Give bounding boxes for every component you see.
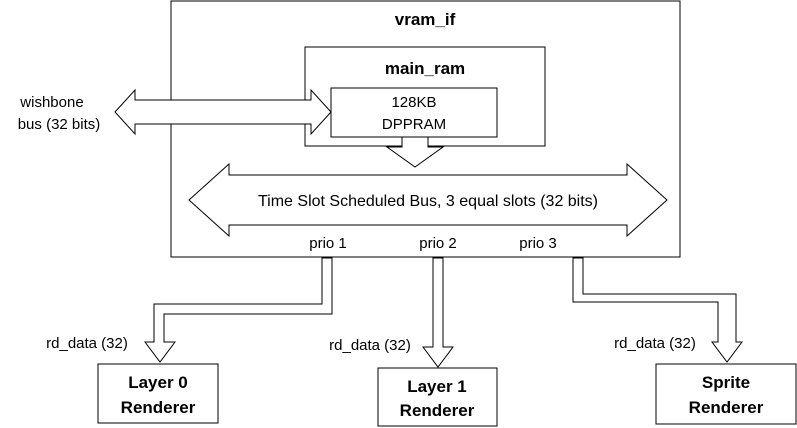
prio2-to-layer1-arrow [422,257,454,368]
rd-data-label-layer1: rd_data (32) [329,337,411,354]
rd-data-label-layer0: rd_data (32) [46,335,128,352]
main-ram-title: main_ram [385,59,465,78]
sprite-renderer-block [655,363,797,425]
prio-3-label: prio 3 [519,235,557,252]
prio-1-label: prio 1 [309,235,347,252]
wishbone-label-line1: wishbone [19,94,83,111]
wishbone-bus-arrow [114,88,332,136]
sprite-renderer-line1: Sprite [702,373,750,392]
vram-if-title: vram_if [395,10,456,29]
layer0-renderer-line2: Renderer [121,398,196,417]
layer1-renderer-line2: Renderer [400,401,475,420]
layer1-renderer-line1: Layer 1 [407,377,467,396]
layer0-renderer-block [97,363,219,424]
rd-data-label-sprite: rd_data (32) [614,335,696,352]
prio1-to-layer0-arrow [144,257,333,363]
prio-2-label: prio 2 [419,235,457,252]
sprite-renderer-line2: Renderer [689,398,764,417]
dppram-type-label: DPPRAM [382,116,446,133]
dppram-size-label: 128KB [391,94,436,111]
scheduled-bus-label: Time Slot Scheduled Bus, 3 equal slots (… [258,193,598,210]
prio3-to-sprite-arrow [572,257,743,363]
scheduled-bus-arrow [188,162,668,238]
wishbone-label-line2: bus (32 bits) [18,116,101,133]
dppram-block [330,87,498,138]
layer0-renderer-line1: Layer 0 [128,373,188,392]
layer1-renderer-block [377,367,498,427]
ram-to-bus-arrow [385,136,445,168]
